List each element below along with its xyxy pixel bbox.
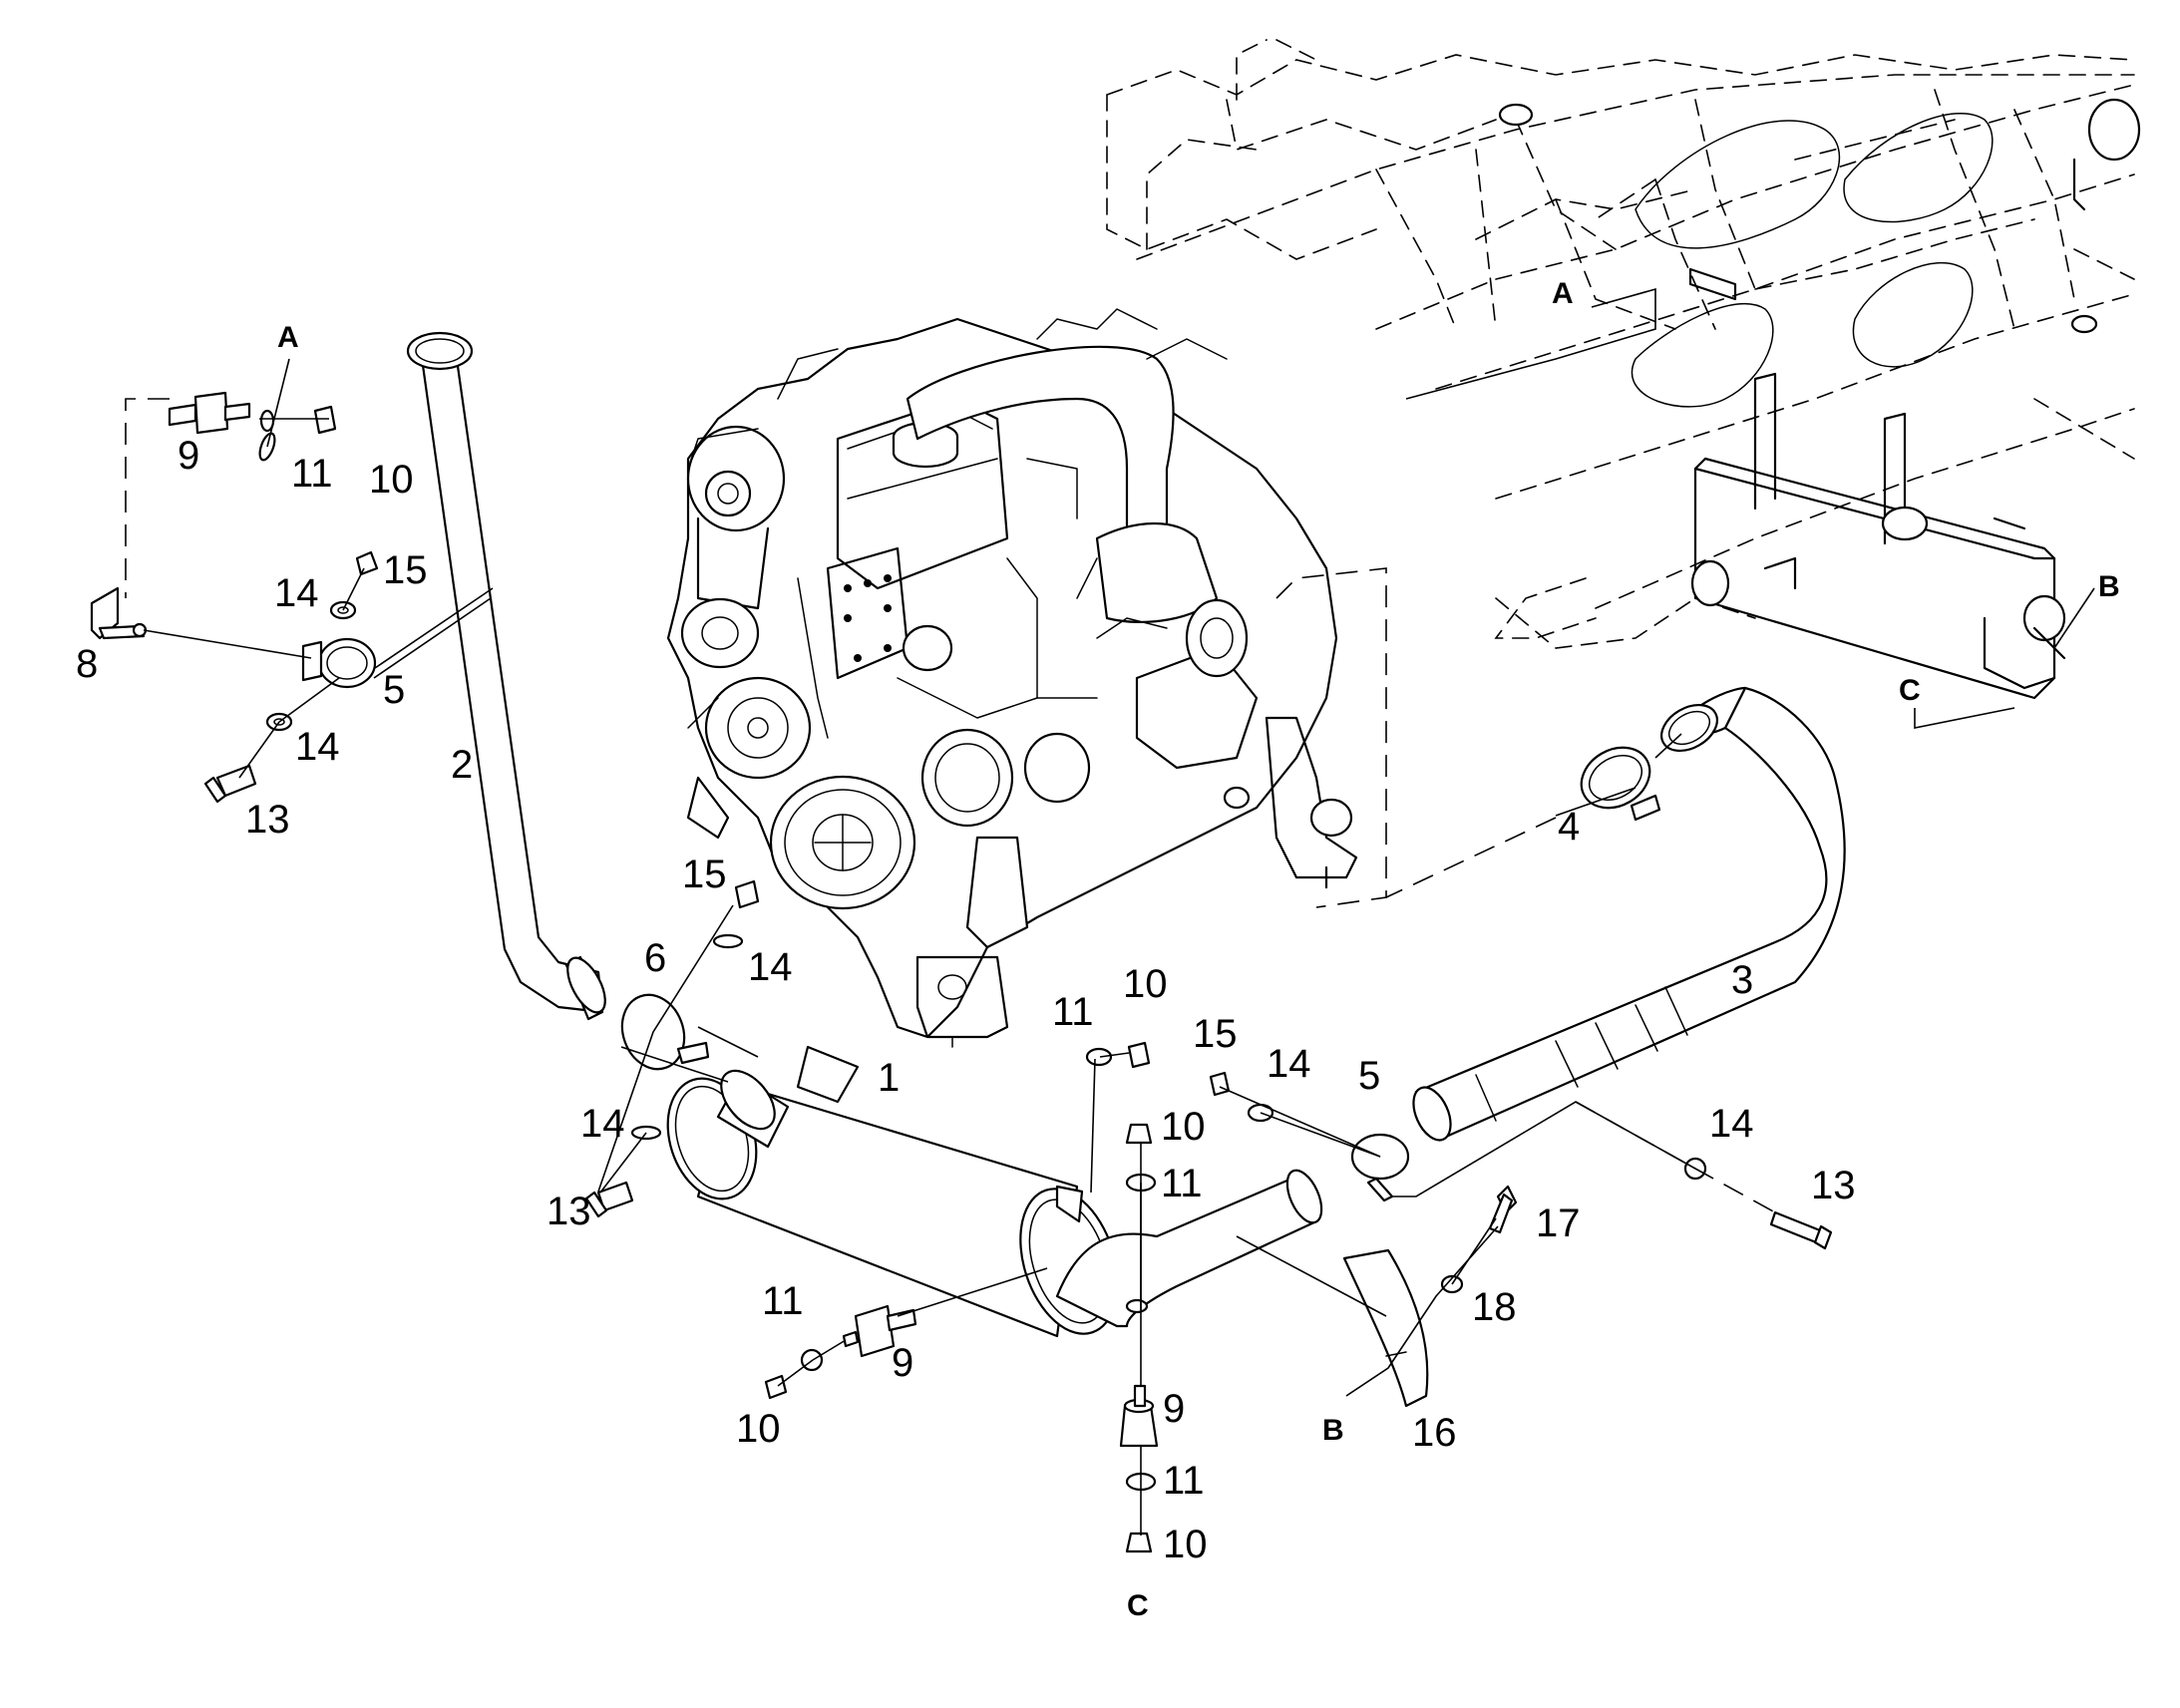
leader-lines — [125, 287, 2095, 1536]
callout-9-lower-left: 9 — [892, 1341, 913, 1385]
clamp-4 — [1580, 746, 1661, 822]
callout-14-mid: 14 — [748, 945, 793, 989]
callout-5-right: 5 — [1358, 1054, 1380, 1098]
callout-1: 1 — [878, 1056, 900, 1100]
callout-10-mid: 10 — [1123, 962, 1168, 1006]
callout-14-mid-lower: 14 — [580, 1102, 625, 1146]
callout-3: 3 — [1731, 958, 1753, 1002]
callout-18: 18 — [1472, 1285, 1517, 1329]
callout-11-bottom: 11 — [1163, 1459, 1205, 1503]
callout-11-lower-left: 11 — [762, 1279, 804, 1323]
callout-2: 2 — [451, 743, 473, 787]
tail-pipe-3 — [1412, 686, 1846, 1142]
callout-5-left: 5 — [383, 668, 405, 712]
callout-13-far-right: 13 — [1811, 1164, 1856, 1207]
isolator-9-top — [168, 391, 251, 435]
callout-13-mid: 13 — [546, 1190, 591, 1233]
callout-11-mid: 11 — [1052, 990, 1094, 1034]
ref-a-frame: A — [1552, 277, 1574, 310]
heat-shield-16 — [1342, 1248, 1429, 1408]
callout-9-bottom: 9 — [1163, 1387, 1185, 1431]
fastener-set — [203, 405, 1833, 1553]
callout-10-bottom: 10 — [1163, 1523, 1208, 1566]
ref-a-top-left: A — [277, 321, 299, 354]
isolator-9-lower-left — [842, 1304, 917, 1358]
callout-13-left: 13 — [245, 798, 290, 842]
clamp-6 — [620, 993, 710, 1071]
callout-10-center: 10 — [1161, 1105, 1206, 1149]
callout-14-right-upper: 14 — [1267, 1042, 1311, 1086]
engine-assembly — [666, 308, 1387, 1048]
callout-14-far-right: 14 — [1709, 1102, 1754, 1146]
callout-16: 16 — [1412, 1411, 1457, 1455]
isolator-9-bottom — [1119, 1384, 1159, 1448]
ref-c-bottom: C — [1127, 1589, 1149, 1622]
callout-9-top: 9 — [178, 434, 199, 478]
front-cover-bolts — [844, 574, 892, 662]
callout-11-center: 11 — [1161, 1162, 1203, 1205]
muffler-1 — [666, 1045, 1323, 1338]
callout-14-left-lower: 14 — [295, 725, 340, 769]
callout-15-right: 15 — [1193, 1012, 1238, 1056]
exhaust-stack-pipe-2 — [406, 331, 606, 1021]
bracket-8 — [90, 586, 148, 640]
clamp-5-left — [301, 637, 377, 689]
ref-b-bottom: B — [1322, 1414, 1344, 1447]
callout-6: 6 — [644, 936, 666, 980]
callout-8: 8 — [76, 642, 98, 686]
ref-b-frame: B — [2098, 570, 2120, 603]
callout-10-lower-left: 10 — [736, 1407, 781, 1451]
callout-10-top: 10 — [369, 458, 414, 502]
callout-4: 4 — [1558, 805, 1580, 849]
callout-15-left: 15 — [383, 548, 428, 592]
callout-17: 17 — [1536, 1201, 1581, 1245]
callout-labels: A 9 11 10 15 14 8 5 14 13 2 15 14 6 14 1… — [76, 277, 2120, 1622]
callout-15-mid: 15 — [682, 853, 727, 896]
clamp-5-right — [1350, 1133, 1410, 1202]
chassis-frame-phantom — [1106, 39, 2141, 700]
ref-c-frame: C — [1899, 674, 1921, 707]
callout-14-left-upper: 14 — [274, 571, 319, 615]
callout-11-top: 11 — [291, 452, 333, 496]
